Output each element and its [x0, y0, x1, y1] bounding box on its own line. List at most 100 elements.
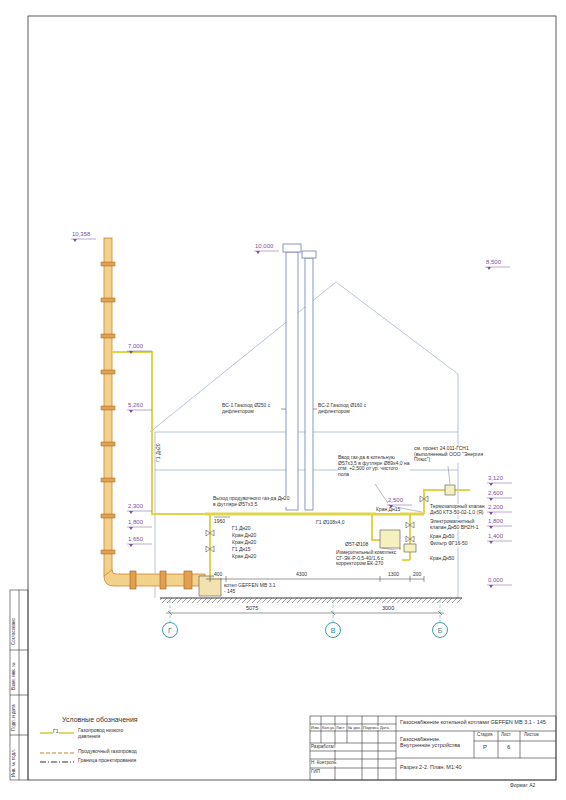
stamp-text: 6: [507, 744, 510, 751]
stamp-text: Взам. инв. №: [12, 662, 17, 690]
dimension: 400: [214, 572, 222, 578]
stamp-text: Газоснабжение. Внутренние устройства: [400, 736, 470, 748]
side-stamp: [10, 590, 28, 780]
floor-line: [160, 598, 462, 599]
level-mark: 2,500: [388, 497, 403, 504]
dimension: 1960: [214, 519, 225, 525]
callout-text: Кран Дн20: [232, 554, 256, 560]
axis-bubble: Б: [432, 622, 448, 638]
axis-letter: Б: [438, 627, 443, 634]
stamp-text: Н. Контроль: [311, 761, 336, 766]
boundary-line-sample: [40, 762, 74, 763]
dimension: 3000: [382, 605, 394, 611]
pipe-support: [101, 298, 115, 302]
stamp-text: Подпись: [363, 726, 379, 730]
level-triangle: [489, 585, 493, 588]
level-mark: 1,800: [488, 518, 503, 525]
equipment-label: Электромагнитный клапан Дн50 ВН2Н-1: [430, 519, 486, 530]
flue-pipes: [281, 244, 317, 510]
stamp-text: № док.: [348, 726, 361, 730]
legend-code: Г1: [53, 729, 59, 735]
equipment-label: котел GEFFEN MB 3.1 - 145: [224, 583, 276, 594]
note: Выход продувочного газ-да Дн20 в футляре…: [213, 496, 291, 507]
pipe-support: [101, 334, 115, 338]
equipment-label: Фильтр ФГ16-50: [430, 541, 467, 547]
equipment-label: Кран Дн15: [376, 507, 400, 513]
purge-line-sample: [40, 752, 74, 753]
level-mark: 5,260: [128, 402, 143, 409]
dimension: 5075: [246, 605, 258, 611]
stamp-text: Лист: [501, 733, 511, 738]
level-triangle: [489, 526, 493, 529]
legend-heading: Условные обозначения: [62, 716, 138, 724]
stamp-text: Дата: [380, 726, 389, 730]
dimension-lines: [166, 517, 444, 615]
level-mark: 1,800: [128, 519, 143, 526]
flue-label: ВС-1 Газоход Ø250 с дефлектором: [222, 403, 280, 414]
level-mark: 2,600: [488, 490, 503, 497]
building-outline: [150, 282, 458, 598]
stamp-text: Разработал: [311, 745, 336, 750]
level-mark: 2,300: [128, 503, 143, 510]
callout-text: Г1 Дн20: [232, 526, 251, 532]
level-triangle: [489, 498, 493, 501]
stamp-text: Согласовано: [12, 618, 17, 645]
callout-text: Г1 Дн15: [232, 547, 251, 553]
axis-bubble: В: [325, 622, 341, 638]
flue-label: ВС-2 Газоход Ø160 с дефлектором: [318, 403, 380, 414]
stamp-text: Кол.уч.: [322, 726, 335, 730]
level-mark: 0,000: [488, 577, 503, 584]
equipment-label: Термозапорный клапан Дн50 КТЗ-50-02-1,0 …: [430, 504, 486, 515]
pipe-support: [101, 442, 115, 446]
level-triangle: [489, 541, 493, 544]
pipe-support: [101, 370, 115, 374]
pipe-support: [101, 550, 115, 554]
legend-samples: [40, 733, 74, 762]
sheet-frame: [28, 16, 556, 780]
gas-pipeline: [112, 352, 470, 576]
stamp-text: Стадия: [477, 733, 492, 738]
stamp-text: ГИП: [311, 770, 320, 775]
pipe-support: [101, 262, 115, 266]
note: Ввод газ-да в котельную Ø57х3,5 в футляр…: [338, 455, 410, 477]
dimension: 1300: [388, 572, 399, 578]
stamp-text: Листов: [524, 733, 539, 738]
axis-letter: Г: [168, 627, 172, 634]
stamp-text: Газоснабжение котельной котлами GEFFEN M…: [400, 719, 550, 725]
level-triangle: [487, 267, 491, 270]
level-triangle: [489, 483, 493, 486]
legend-text: Продувочный газопровод: [78, 749, 137, 755]
level-triangle: [129, 544, 133, 547]
axis-lines: [170, 600, 440, 622]
dimension: 200: [413, 572, 421, 578]
legend-text: Газопровод низкого давления: [78, 728, 138, 739]
level-triangle: [129, 410, 133, 413]
level-mark: 10,358: [72, 231, 90, 238]
level-mark: 10,000: [255, 243, 273, 250]
stamp-text: Лист: [336, 726, 345, 730]
note: см. проект 24.011-ГСН1 (выполненный ООО …: [414, 446, 486, 463]
pipe-support: [101, 478, 115, 482]
fittings: [199, 485, 455, 596]
callout-text: Кран Дн20: [232, 540, 256, 546]
pipe-label: Г1 Ø108х4,0: [316, 520, 345, 526]
external-gas-riser: [104, 238, 214, 592]
level-mark: 2,200: [488, 504, 503, 511]
level-triangle: [129, 527, 133, 530]
pipe-label: Г1 Дн20: [156, 443, 162, 462]
level-triangle: [256, 251, 260, 254]
axis-letter: В: [331, 627, 336, 634]
ground-hatch: [160, 598, 462, 603]
stamp-text: Разрез 2-2. План. М1:40: [400, 764, 462, 770]
dimension: 4300: [296, 572, 307, 578]
legend-text: Граница проектирования: [78, 758, 136, 764]
level-triangle: [73, 239, 77, 242]
equipment-label: Измерительный комплекс СГ-ЭК-Р-0,5-40/1,…: [336, 550, 402, 567]
riser-supports: [101, 262, 115, 554]
level-mark: 1,650: [128, 536, 143, 543]
level-triangle: [129, 351, 133, 354]
equipment-label: Кран Дн50: [430, 534, 454, 540]
